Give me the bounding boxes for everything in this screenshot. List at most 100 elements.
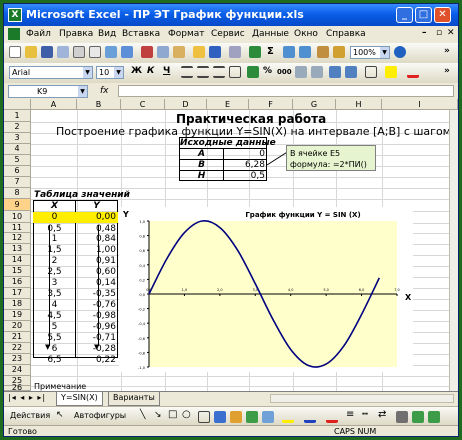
- y-value-cell[interactable]: -0,28: [92, 344, 116, 354]
- open-icon[interactable]: [25, 46, 37, 58]
- select-objects-icon[interactable]: ↖: [56, 410, 64, 420]
- row-header-15[interactable]: 15: [4, 266, 31, 277]
- select-all-corner[interactable]: [4, 99, 31, 110]
- tab-scroll-icon[interactable]: |◂ ◂ ▸ ▸|: [8, 393, 47, 402]
- increase-indent-icon[interactable]: [345, 66, 357, 78]
- y-value-cell[interactable]: -0,76: [92, 300, 116, 310]
- toolbar-options-icon[interactable]: »: [444, 66, 450, 76]
- y-value-cell[interactable]: 0,22: [95, 355, 116, 365]
- fx-icon[interactable]: fx: [100, 86, 109, 96]
- column-header-g[interactable]: G: [293, 99, 336, 110]
- x-value-cell[interactable]: 3: [51, 278, 58, 288]
- row-header-11[interactable]: 11: [4, 223, 31, 233]
- row-header-6[interactable]: 6: [4, 166, 31, 177]
- y-value-cell[interactable]: 1,00: [95, 245, 116, 255]
- decrease-decimal-icon[interactable]: [311, 66, 323, 78]
- clipart-icon[interactable]: [246, 411, 258, 423]
- row26-note[interactable]: Примечание: [34, 382, 87, 391]
- tab-variants[interactable]: Варианты: [108, 392, 160, 406]
- column-header-i[interactable]: I: [382, 99, 458, 110]
- y-value-cell[interactable]: -0,98: [92, 311, 116, 321]
- workbook-icon[interactable]: [8, 28, 20, 40]
- picture-icon[interactable]: [262, 411, 274, 423]
- font-color-icon[interactable]: [326, 411, 338, 423]
- autosum-icon[interactable]: Σ: [267, 46, 274, 57]
- dash-style-icon[interactable]: ┅: [362, 409, 369, 420]
- x-value-cell[interactable]: 6,5: [47, 355, 62, 365]
- column-header-h[interactable]: H: [336, 99, 382, 110]
- spelling-icon[interactable]: [105, 46, 117, 58]
- zoom-select[interactable]: 100%▼: [350, 46, 390, 59]
- maximize-button[interactable]: □: [415, 7, 432, 23]
- row-header-25[interactable]: 25: [4, 376, 31, 386]
- line-style-icon[interactable]: ≡: [346, 409, 355, 420]
- x-value-cell[interactable]: 6: [51, 344, 58, 354]
- column-header-f[interactable]: F: [249, 99, 293, 110]
- chart-wizard-icon[interactable]: [317, 46, 329, 58]
- actions-menu[interactable]: Действия: [10, 411, 51, 420]
- formula-input[interactable]: [118, 85, 454, 97]
- font-size-select[interactable]: 10▼: [96, 66, 124, 79]
- 3d-icon[interactable]: [412, 411, 424, 423]
- y-value-cell[interactable]: 0,00: [95, 212, 116, 222]
- input-label-b[interactable]: B: [198, 160, 205, 170]
- align-center-icon[interactable]: [197, 66, 209, 78]
- row-header-8[interactable]: 8: [4, 188, 31, 199]
- input-value-b[interactable]: 6,28: [244, 160, 265, 170]
- arrow-style-icon[interactable]: ⇄: [378, 409, 387, 420]
- y-value-cell[interactable]: 0,84: [95, 234, 116, 244]
- menu-data[interactable]: Данные: [252, 29, 289, 39]
- row-header-20[interactable]: 20: [4, 321, 31, 332]
- wordart-icon[interactable]: [214, 411, 226, 423]
- y-value-cell[interactable]: 0,14: [95, 278, 116, 288]
- column-header-e[interactable]: E: [207, 99, 249, 110]
- 3d-style-icon[interactable]: [428, 411, 440, 423]
- menu-file[interactable]: Файл: [26, 29, 51, 39]
- paste-icon[interactable]: [173, 46, 185, 58]
- copy-icon[interactable]: [157, 46, 169, 58]
- x-value-cell[interactable]: 4: [51, 300, 58, 310]
- column-header-c[interactable]: C: [121, 99, 165, 110]
- column-header-a[interactable]: A: [31, 99, 77, 110]
- diagram-icon[interactable]: [230, 411, 242, 423]
- rectangle-icon[interactable]: □: [168, 409, 178, 420]
- x-value-cell[interactable]: 0: [51, 212, 58, 222]
- doc-restore-icon[interactable]: ▫: [436, 28, 443, 38]
- row-header-3[interactable]: 3: [4, 133, 31, 144]
- vertical-scrollbar[interactable]: [449, 110, 458, 391]
- row-header-9[interactable]: 9: [4, 199, 31, 211]
- increase-decimal-icon[interactable]: [295, 66, 307, 78]
- x-value-cell[interactable]: 1: [51, 234, 58, 244]
- doc-minimize-icon[interactable]: –: [422, 28, 427, 38]
- textbox-icon[interactable]: [198, 411, 210, 423]
- italic-button[interactable]: К: [147, 66, 155, 76]
- x-value-cell[interactable]: 2: [51, 256, 58, 266]
- undo-icon[interactable]: [209, 46, 221, 58]
- row-header-14[interactable]: 14: [4, 255, 31, 266]
- sheet-title[interactable]: Практическая работа: [176, 112, 327, 126]
- underline-button[interactable]: Ч: [163, 66, 171, 76]
- row-header-16[interactable]: 16: [4, 277, 31, 288]
- x-value-cell[interactable]: 4,5: [47, 311, 62, 321]
- doc-close-icon[interactable]: ✕: [447, 28, 455, 38]
- new-icon[interactable]: [9, 46, 21, 58]
- permission-icon[interactable]: [57, 46, 69, 58]
- x-value-cell[interactable]: 2,5: [47, 267, 62, 277]
- minimize-button[interactable]: _: [396, 7, 413, 23]
- row-header-24[interactable]: 24: [4, 365, 31, 376]
- close-button[interactable]: ✕: [434, 7, 451, 23]
- input-value-a[interactable]: 0: [259, 149, 265, 159]
- row-header-22[interactable]: 22: [4, 343, 31, 354]
- x-value-cell[interactable]: 3,5: [47, 289, 62, 299]
- fill-color-icon[interactable]: [282, 411, 294, 423]
- help-icon[interactable]: [394, 46, 406, 58]
- row-header-18[interactable]: 18: [4, 299, 31, 310]
- percent-button[interactable]: %: [263, 66, 273, 76]
- row-header-4[interactable]: 4: [4, 144, 31, 155]
- row-header-19[interactable]: 19: [4, 310, 31, 321]
- input-value-h[interactable]: 0,5: [250, 171, 265, 181]
- font-color-icon[interactable]: [407, 66, 419, 78]
- x-value-cell[interactable]: 5: [51, 322, 58, 332]
- tab-y-sin-x[interactable]: Y=SIN(X): [56, 392, 103, 406]
